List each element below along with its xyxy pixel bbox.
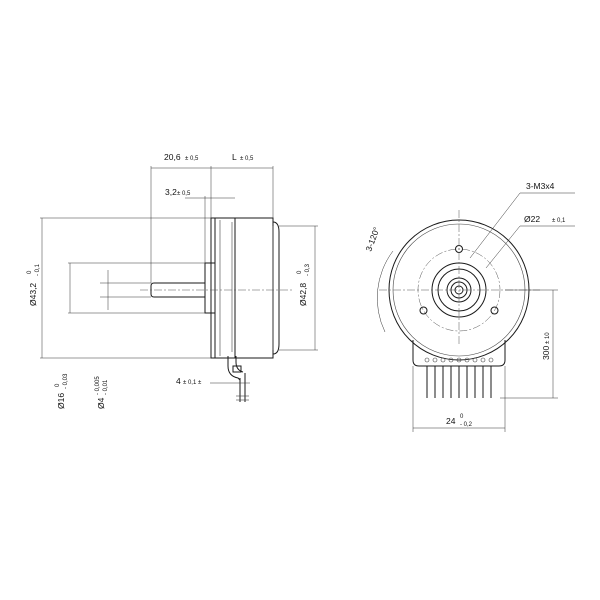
dim-lead-len: 300 — [541, 346, 551, 360]
svg-text:- 0,03: - 0,03 — [63, 373, 69, 389]
dim-dia-shaft-group: Ø4 - 0,005 - 0,01 — [95, 376, 109, 409]
dim-dia-pilot-group: Ø16 0 - 0,03 — [55, 373, 69, 409]
dim-thread: 3-M3x4 — [526, 181, 555, 191]
front-view — [376, 192, 575, 432]
dim-bolt-circle: Ø22 — [524, 214, 540, 224]
dim-cable-gap: 4 — [176, 376, 181, 386]
dim-dia-hub: Ø42,8 — [298, 283, 308, 306]
dim-dia-body-group: Ø43,2 0 - 0,1 — [27, 263, 41, 306]
dim-bolt-circle-tol: ± 0,1 — [552, 218, 566, 224]
dim-angle: 3-120° — [363, 226, 381, 253]
dim-lead-len-tol: ± 10 — [545, 332, 551, 344]
side-view — [40, 166, 318, 402]
dim-dia-hub-group: Ø42,8 0 - 0,3 — [297, 263, 311, 306]
svg-text:0: 0 — [55, 383, 61, 387]
dim-len-var: L — [232, 152, 237, 162]
mount-hole-2 — [419, 306, 428, 315]
svg-text:0: 0 — [297, 270, 303, 274]
shaft — [150, 282, 206, 298]
svg-text:0: 0 — [27, 270, 33, 274]
dim-pitch: 24 — [446, 416, 456, 426]
dim-dia-shaft: Ø4 — [96, 397, 106, 409]
lead-wires — [426, 366, 492, 398]
dim-flange-tol: ± 0,5 — [177, 191, 191, 197]
dim-len-main: 20,6 — [164, 152, 181, 162]
pilot-hub — [204, 262, 216, 314]
dim-lead-len-group: 300 ± 10 — [541, 332, 551, 360]
dim-angle-group: 3-120° — [363, 226, 381, 253]
svg-text:- 0,005: - 0,005 — [95, 376, 101, 395]
dim-cable-gap-tol: ± 0,1 ± — [183, 380, 202, 386]
thread-leader — [469, 192, 521, 259]
mount-hole-3 — [490, 306, 499, 315]
svg-text:- 0,1: - 0,1 — [35, 263, 41, 276]
cable-exit — [227, 356, 241, 381]
dim-len-main-tol: ± 0,5 — [185, 156, 199, 162]
bolt-circle-leader — [485, 225, 521, 269]
motor-back — [272, 221, 280, 355]
dim-len-var-tol: ± 0,5 — [240, 156, 254, 162]
dim-pitch-tol-up: 0 — [460, 414, 464, 420]
dim-pitch-tol-dn: - 0,2 — [460, 422, 473, 428]
angle-arc — [376, 250, 394, 333]
svg-text:- 0,01: - 0,01 — [103, 379, 109, 395]
svg-text:- 0,3: - 0,3 — [305, 263, 311, 276]
dim-dia-body: Ø43,2 — [28, 283, 38, 306]
dim-dia-pilot: Ø16 — [56, 393, 66, 409]
dim-flange: 3,2 — [165, 187, 177, 197]
